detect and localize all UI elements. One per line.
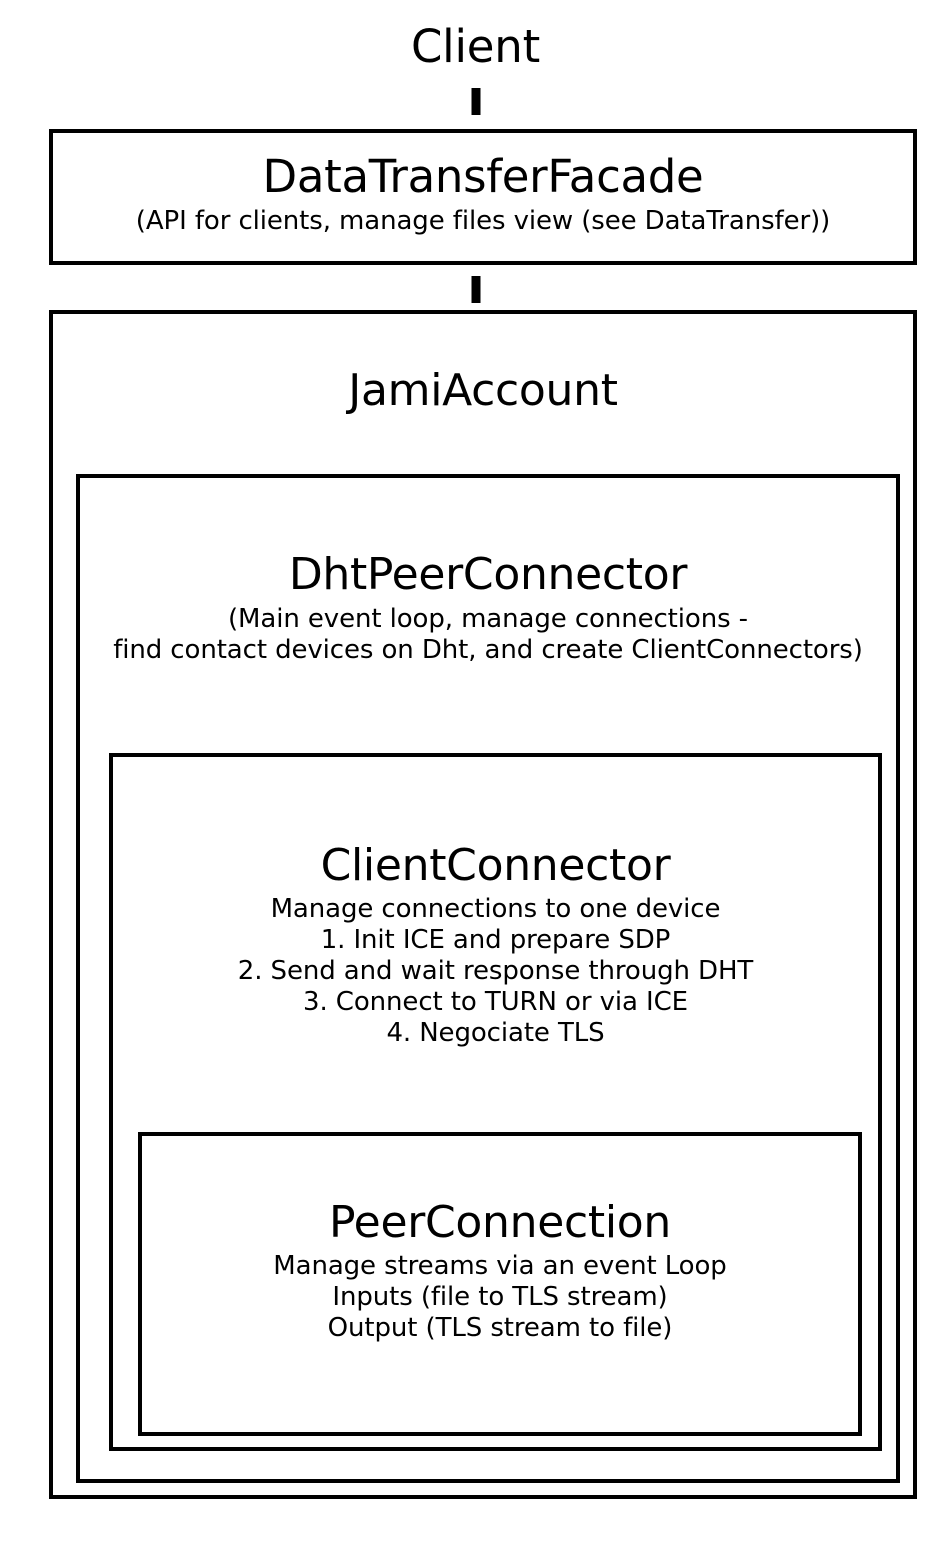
box-jami-account: JamiAccount DhtPeerConnector (Main event… — [49, 310, 917, 1499]
dht-peer-connector-description: (Main event loop, manage connections - f… — [80, 604, 896, 666]
peer-connection-title: PeerConnection — [329, 1197, 671, 1248]
box-peer-connection: PeerConnection Manage streams via an eve… — [138, 1132, 862, 1436]
description-line: 1. Init ICE and prepare SDP — [320, 925, 671, 956]
connector-facade-to-account — [471, 276, 480, 303]
box-client-connector: ClientConnector Manage connections to on… — [109, 753, 882, 1451]
jami-account-title: JamiAccount — [348, 365, 618, 416]
description-line: Manage connections to one device — [270, 894, 721, 925]
data-transfer-facade-title: DataTransferFacade — [262, 150, 704, 203]
description-line: 3. Connect to TURN or via ICE — [303, 987, 688, 1018]
connector-client-to-facade — [471, 88, 480, 115]
box-dht-peer-connector: DhtPeerConnector (Main event loop, manag… — [76, 474, 900, 1483]
dht-peer-connector-title: DhtPeerConnector — [288, 549, 688, 600]
description-line: Manage streams via an event Loop — [273, 1251, 727, 1282]
root-label-client: Client — [410, 20, 541, 73]
description-line: (Main event loop, manage connections - — [228, 604, 748, 635]
description-line: (API for clients, manage files view (see… — [135, 206, 831, 237]
description-line: Output (TLS stream to file) — [327, 1313, 673, 1344]
client-connector-description: Manage connections to one device 1. Init… — [113, 894, 878, 1049]
peer-connection-description: Manage streams via an event Loop Inputs … — [142, 1251, 858, 1344]
description-line: 2. Send and wait response through DHT — [237, 956, 754, 987]
client-connector-title: ClientConnector — [320, 840, 671, 891]
data-transfer-facade-description: (API for clients, manage files view (see… — [53, 206, 913, 237]
description-line: Inputs (file to TLS stream) — [332, 1282, 668, 1313]
box-data-transfer-facade: DataTransferFacade (API for clients, man… — [49, 129, 917, 265]
description-line: find contact devices on Dht, and create … — [113, 635, 863, 666]
description-line: 4. Negociate TLS — [386, 1018, 605, 1049]
